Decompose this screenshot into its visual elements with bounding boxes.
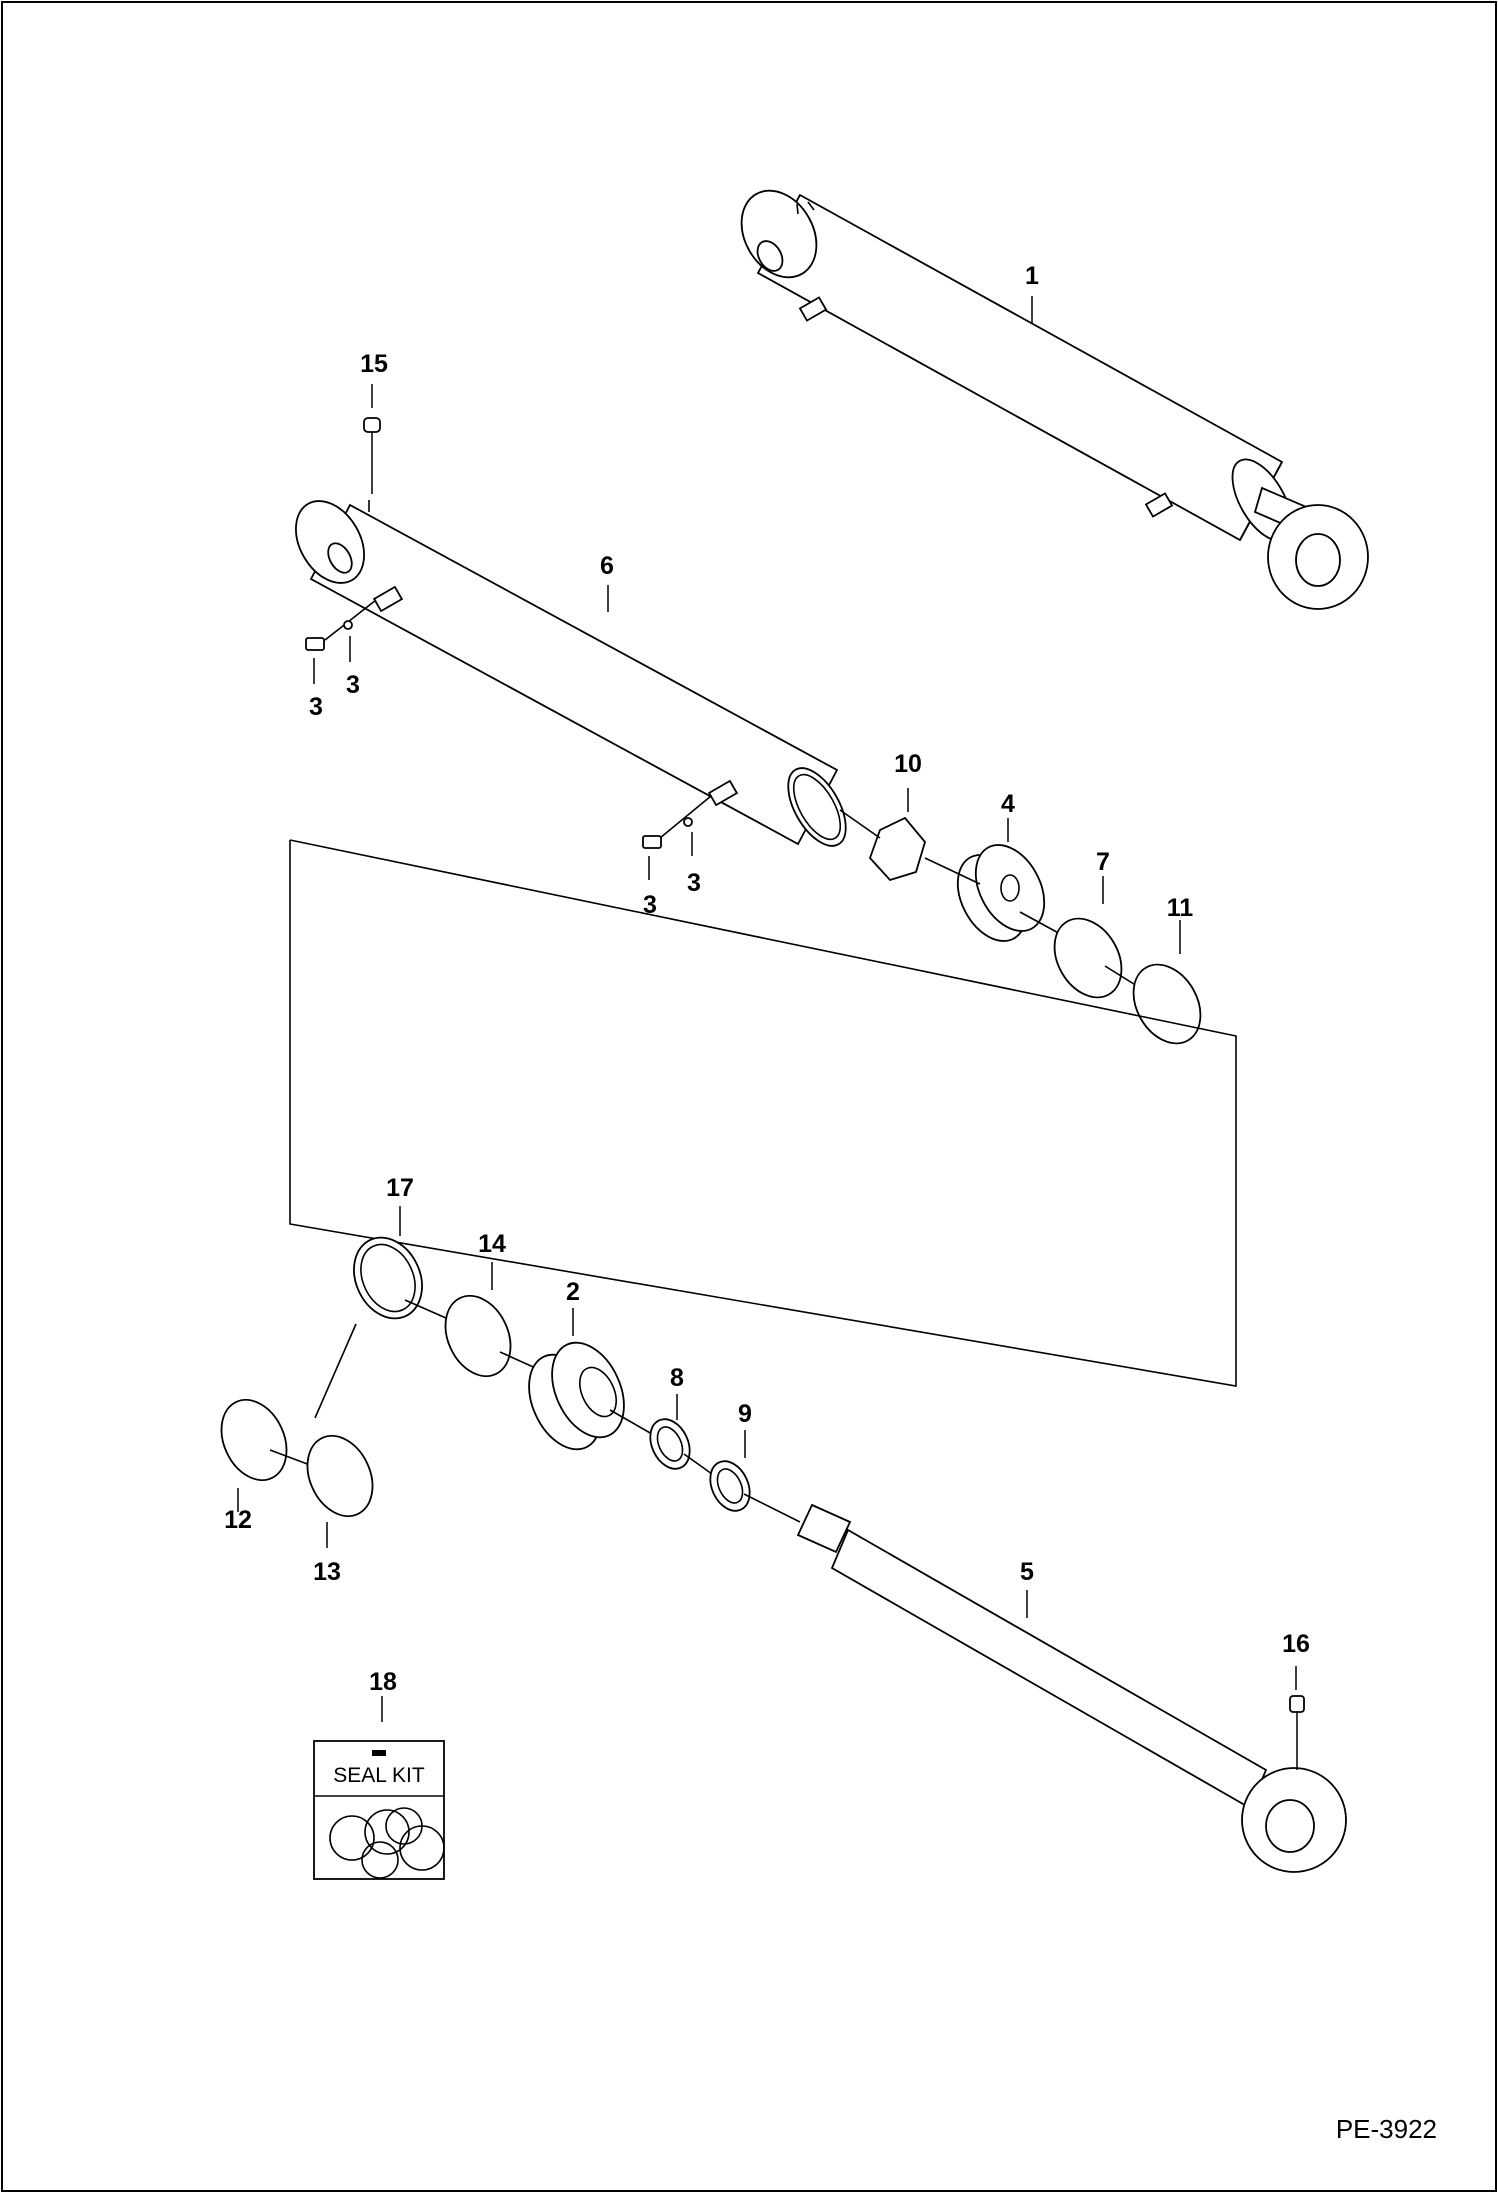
callout-3-a: 3: [309, 693, 323, 721]
o-ring-head-inner: [306, 1434, 374, 1518]
piston-nut: [868, 816, 927, 882]
o-ring-head-outer: [444, 1294, 512, 1378]
plug-fitting-lower: [642, 835, 662, 849]
grease-fitting-rod: [1289, 1695, 1305, 1770]
rod-wiper-ring: [353, 1236, 423, 1320]
callout-9: 9: [738, 1400, 752, 1428]
backup-ring: [220, 1398, 288, 1482]
callout-2: 2: [566, 1278, 580, 1306]
piston-rod: [796, 1503, 1347, 1873]
callout-15: 15: [360, 350, 388, 378]
plug-fitting-upper: [305, 637, 325, 651]
grease-fitting-barrel: [363, 417, 381, 494]
callout-1: 1: [1025, 262, 1039, 290]
seal-kit-label: SEAL KIT: [333, 1764, 425, 1787]
o-ring-fitting-upper: [343, 620, 353, 630]
callout-17: 17: [386, 1174, 414, 1202]
callout-3-b: 3: [346, 671, 360, 699]
cylinder-head: [528, 1341, 625, 1451]
callout-16: 16: [1282, 1630, 1310, 1658]
callout-5: 5: [1020, 1558, 1034, 1586]
callout-3-c: 3: [643, 891, 657, 919]
callout-3-d: 3: [687, 869, 701, 897]
rod-wiper: [709, 1460, 751, 1512]
callout-18: 18: [369, 1668, 397, 1696]
rod-seal: [649, 1418, 691, 1470]
callout-6: 6: [600, 552, 614, 580]
o-ring-fitting-lower: [683, 817, 693, 827]
barrel: [295, 500, 847, 847]
piston-seal-ring: [1053, 917, 1123, 999]
callout-11: 11: [1167, 894, 1194, 922]
seal-kit: SEAL KIT: [313, 1740, 445, 1880]
callout-4: 4: [1001, 790, 1015, 818]
piston: [956, 844, 1046, 942]
drawing-code: PE-3922: [1336, 2114, 1437, 2144]
callout-13: 13: [313, 1558, 341, 1586]
callout-12: 12: [224, 1506, 252, 1534]
assembly-frame-lines: [289, 839, 1237, 1387]
callout-10: 10: [894, 750, 922, 778]
callout-8: 8: [670, 1364, 684, 1392]
callout-numbers: 1 15 6 3 3 3 3 10 4 7 11 17 14 2 8 9 5 1…: [224, 262, 1310, 1696]
piston-wear-ring: [1132, 963, 1202, 1045]
fittings: [305, 599, 712, 849]
cylinder-assembly: [740, 189, 1369, 610]
callout-7: 7: [1096, 848, 1110, 876]
leader-lines: [237, 296, 1297, 1722]
callout-14: 14: [478, 1230, 506, 1258]
